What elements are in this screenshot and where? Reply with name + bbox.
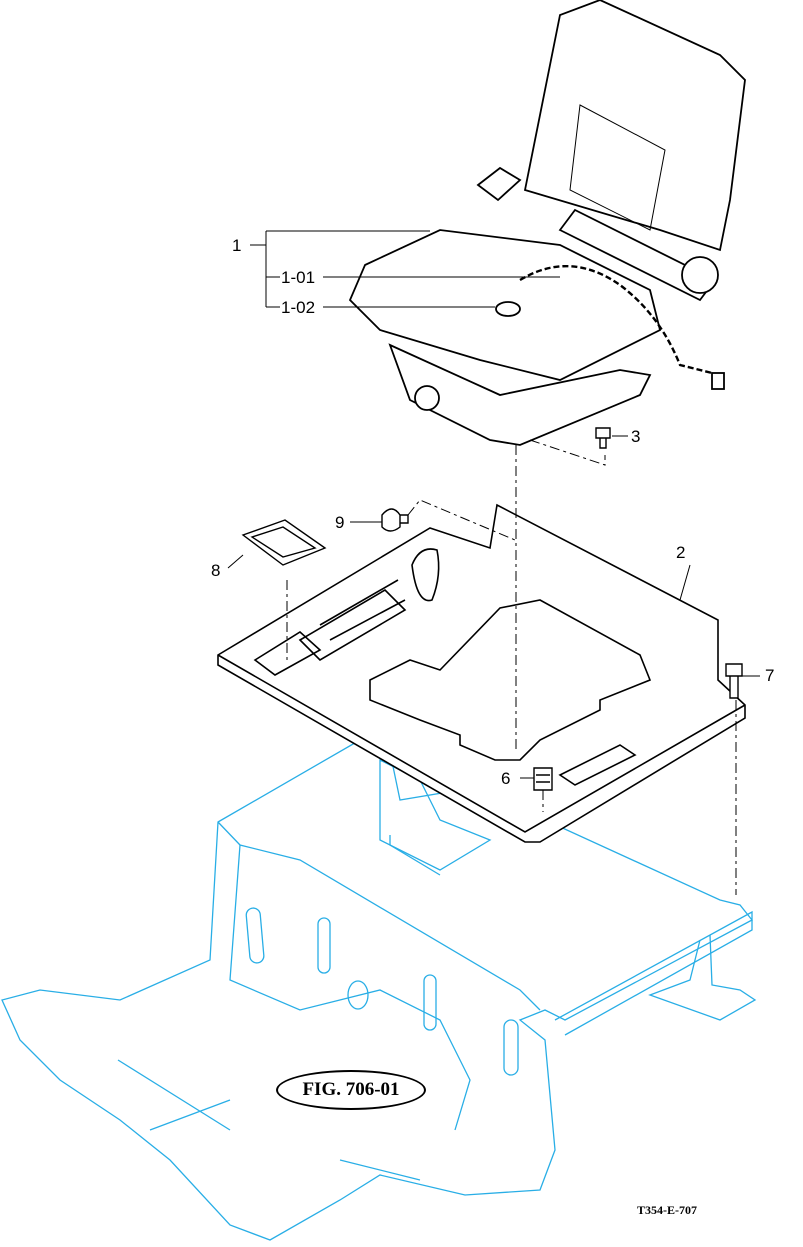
phantom-lines [286, 439, 737, 895]
callout-8: 8 [211, 561, 221, 580]
seat-assembly [348, 0, 746, 446]
figure-reference-badge: FIG. 706-01 [276, 1070, 426, 1110]
hardware [241, 427, 743, 791]
callout-9: 9 [335, 513, 345, 532]
leader-lines [227, 230, 760, 779]
frame-reference [1, 739, 757, 1241]
callout-1-01: 1-01 [281, 268, 316, 287]
callout-3: 3 [631, 427, 641, 446]
callout-1: 1 [232, 236, 242, 255]
callout-7: 7 [765, 666, 775, 685]
drawing-code: T354-E-707 [637, 1203, 697, 1217]
callout-2: 2 [676, 543, 686, 562]
mounting-plate [217, 503, 746, 843]
callout-6: 6 [501, 769, 511, 788]
callout-1-02: 1-02 [281, 298, 316, 317]
